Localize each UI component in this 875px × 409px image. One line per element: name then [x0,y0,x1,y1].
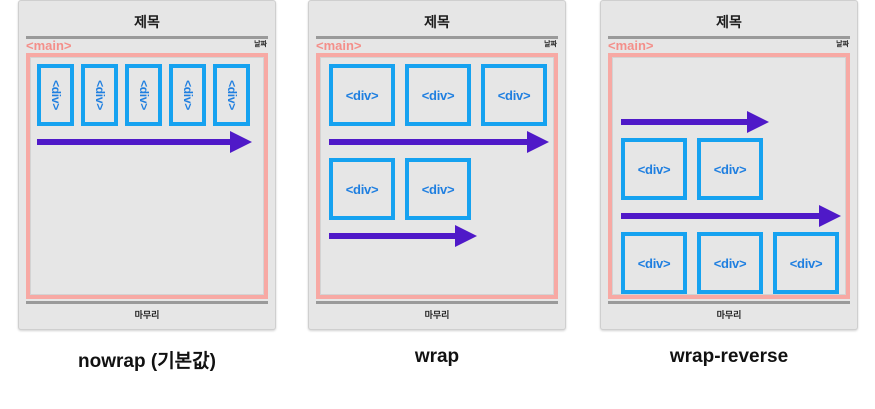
arrow-row [321,225,553,247]
flex-item-div: <div> [773,232,839,294]
main-flex-container: <div> <div> <div> <div> <div> [608,53,850,299]
footer-label: 마무리 [424,309,450,320]
flex-item-div: <div> [405,158,471,220]
flow-direction-arrow [621,205,841,227]
arrow-row [321,131,553,153]
flex-item-div: <div> [621,232,687,294]
flex-items-row: <div> <div> <div> [613,232,845,294]
main-content-area: <div> <div> <div> <div> <div> [612,57,846,295]
flex-item-div: <div> [481,64,547,126]
main-flex-container: <div> <div> <div> <div> <div> [316,53,558,299]
flex-item-div: <div> [125,64,162,126]
flex-item-label: <div> [224,80,239,110]
flex-item-label: <div> [345,87,379,103]
card-footer: 마무리 [316,301,558,324]
panel-caption-nowrap: nowrap (기본값) [78,351,216,372]
arrow-row [31,131,263,153]
main-tag-strip: <main> 날짜 [608,39,850,53]
flex-items-row: <div> <div> <div> [321,64,553,126]
flow-direction-arrow [329,131,549,153]
flex-item-div: <div> [405,64,471,126]
browser-card: 제목 <main> 날짜 <div> <div> <div> <div> <div> 마무리 [308,0,566,330]
flex-item-div: <div> [697,232,763,294]
flex-items-row: <div> <div> [321,158,553,220]
flex-item-label: <div> [789,255,823,271]
panel-wrap: 제목 <main> 날짜 <div> <div> <div> <div> <div> 마무리 wr… [308,0,566,368]
browser-card: 제목 <main> 날짜 <div> <div> <div> <div> <div> 마무리 [600,0,858,330]
page-title: 제목 [424,13,450,30]
flow-direction-arrow [37,131,252,153]
main-tag-strip: <main> 날짜 [316,39,558,53]
main-flex-container: <div> <div> <div> <div> <div> [26,53,268,299]
flex-item-label: <div> [713,255,747,271]
page-title: 제목 [716,13,742,30]
main-tag-strip: <main> 날짜 [26,39,268,53]
flex-item-label: <div> [637,161,671,177]
flex-item-div: <div> [621,138,687,200]
card-footer: 마무리 [608,301,850,324]
flex-item-label: <div> [345,181,379,197]
flex-item-div: <div> [169,64,206,126]
date-label: 날짜 [544,41,557,48]
panel-caption-wrap-reverse: wrap-reverse [669,346,789,367]
flex-item-div: <div> [81,64,118,126]
card-header: 제목 [26,7,268,39]
card-footer: 마무리 [26,301,268,324]
flex-item-div: <div> [329,64,395,126]
main-tag-label: <main> [316,38,362,53]
date-label: 날짜 [254,41,267,48]
flex-item-label: <div> [421,87,455,103]
flex-item-label: <div> [421,181,455,197]
footer-label: 마무리 [134,309,160,320]
vertical-spacer [613,58,845,106]
flex-item-div: <div> [37,64,74,126]
date-label: 날짜 [836,41,849,48]
flow-direction-arrow [329,225,477,247]
panel-nowrap: 제목 <main> 날짜 <div> <div> <div> <div> <div> 마무리 no… [18,0,276,373]
main-content-area: <div> <div> <div> <div> <div> [30,57,264,295]
arrow-row [613,111,845,133]
flex-item-label: <div> [497,87,531,103]
panel-wrap-reverse: 제목 <main> 날짜 <div> <div> <div> <div> <div> 마무리 wr… [600,0,858,368]
flex-items-row: <div> <div> [613,138,845,200]
browser-card: 제목 <main> 날짜 <div> <div> <div> <div> <div> 마무리 [18,0,276,330]
flex-item-label: <div> [713,161,747,177]
footer-label: 마무리 [716,309,742,320]
flex-item-div: <div> [213,64,250,126]
flex-item-label: <div> [637,255,671,271]
flex-items-row: <div> <div> <div> <div> <div> [31,64,263,126]
main-tag-label: <main> [26,38,72,53]
page-title: 제목 [134,13,160,30]
panel-caption-wrap: wrap [414,346,460,367]
flex-item-label: <div> [48,80,63,110]
flex-item-div: <div> [329,158,395,220]
card-header: 제목 [316,7,558,39]
flex-item-label: <div> [92,80,107,110]
flow-direction-arrow [621,111,769,133]
flex-item-label: <div> [136,80,151,110]
arrow-row [613,205,845,227]
flex-item-div: <div> [697,138,763,200]
main-content-area: <div> <div> <div> <div> <div> [320,57,554,295]
flex-item-label: <div> [180,80,195,110]
card-header: 제목 [608,7,850,39]
main-tag-label: <main> [608,38,654,53]
